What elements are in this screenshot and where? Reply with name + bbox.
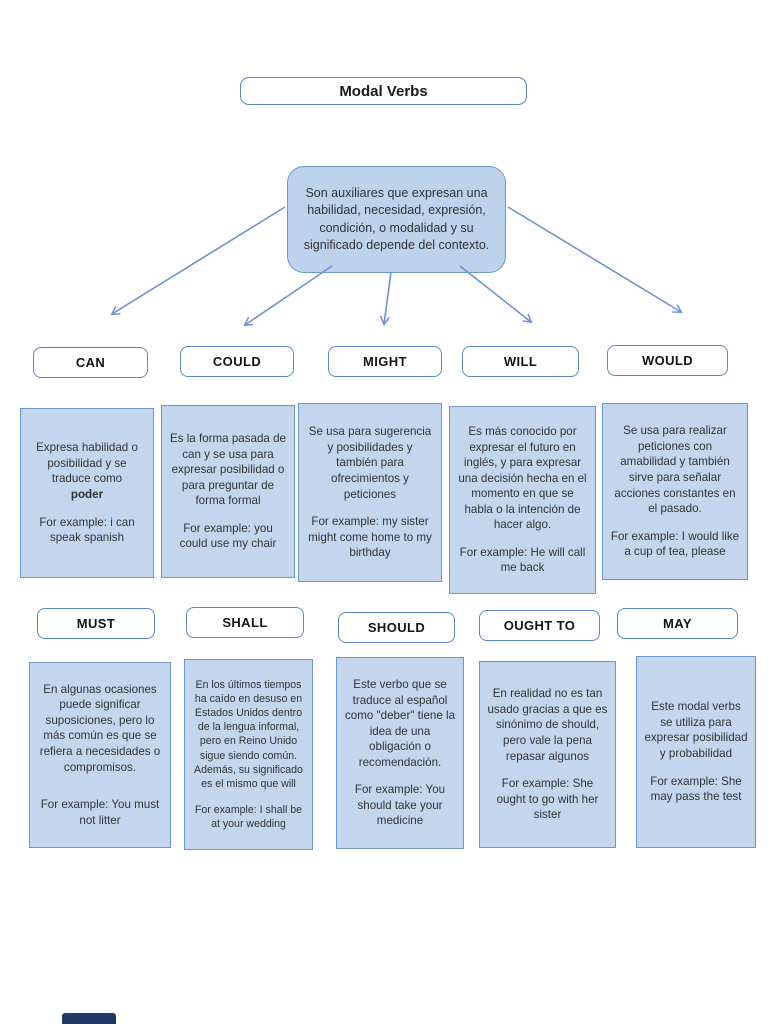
desc-can-example: For example: i can speak spanish bbox=[39, 515, 135, 545]
desc-can-body: Expresa habilidad o posibilidad y se tra… bbox=[36, 441, 138, 486]
verb-header-shall: SHALL bbox=[186, 607, 304, 638]
desc-oughtto-example: For example: She ought to go with her si… bbox=[496, 777, 599, 822]
desc-might: Se usa para sugerencia y posibilidades y… bbox=[298, 403, 442, 582]
verb-header-might: MIGHT bbox=[328, 346, 442, 377]
desc-must: En algunas ocasiones puede significar su… bbox=[29, 662, 171, 848]
arrow-to-might bbox=[384, 271, 392, 324]
desc-will-example: For example: He will call me back bbox=[459, 545, 586, 575]
desc-must-body: En algunas ocasiones puede significar su… bbox=[39, 682, 161, 774]
desc-should-example: For example: You should take your medici… bbox=[354, 783, 446, 828]
desc-shall: En los últimos tiempos ha caído en desus… bbox=[184, 659, 313, 850]
arrow-to-will bbox=[459, 265, 531, 322]
desc-could: Es la forma pasada de can y se usa para … bbox=[161, 405, 295, 578]
desc-shall-body: En los últimos tiempos ha caído en desus… bbox=[194, 678, 303, 790]
desc-can: Expresa habilidad o posibilidad y se tra… bbox=[20, 408, 154, 578]
desc-will-body: Es más conocido por expresar el futuro e… bbox=[458, 425, 587, 532]
desc-can-emphasis: poder bbox=[70, 488, 104, 501]
partial-box-bottom-edge bbox=[62, 1013, 116, 1024]
desc-may: Este modal verbs se utiliza para expresa… bbox=[636, 656, 756, 848]
desc-must-example: For example: You must not litter bbox=[40, 798, 160, 827]
verb-header-would: WOULD bbox=[607, 345, 728, 376]
desc-should-body: Este verbo que se traduce al español com… bbox=[344, 678, 456, 769]
desc-may-example: For example: She may pass the test bbox=[650, 774, 742, 804]
desc-will: Es más conocido por expresar el futuro e… bbox=[449, 406, 596, 594]
desc-may-body: Este modal verbs se utiliza para expresa… bbox=[644, 700, 748, 760]
verb-header-oughtto: OUGHT TO bbox=[479, 610, 600, 641]
desc-should: Este verbo que se traduce al español com… bbox=[336, 657, 464, 849]
desc-could-body: Es la forma pasada de can y se usa para … bbox=[169, 432, 286, 508]
arrow-to-can bbox=[112, 206, 286, 314]
arrow-to-would bbox=[507, 206, 681, 312]
desc-might-example: For example: my sister might come home t… bbox=[308, 515, 432, 560]
verb-header-may: MAY bbox=[617, 608, 738, 639]
desc-would-body: Se usa para realizar peticiones con amab… bbox=[614, 424, 736, 516]
desc-oughtto: En realidad no es tan usado gracias a qu… bbox=[479, 661, 616, 848]
intro-definition-node: Son auxiliares que expresan una habilida… bbox=[287, 166, 506, 273]
verb-header-could: COULD bbox=[180, 346, 294, 377]
desc-oughtto-body: En realidad no es tan usado gracias a qu… bbox=[487, 687, 608, 763]
desc-could-example: For example: you could use my chair bbox=[179, 521, 277, 551]
verb-header-can: CAN bbox=[33, 347, 148, 378]
arrow-to-could bbox=[245, 265, 333, 325]
verb-header-will: WILL bbox=[462, 346, 579, 377]
desc-would: Se usa para realizar peticiones con amab… bbox=[602, 403, 748, 580]
verb-header-should: SHOULD bbox=[338, 612, 455, 643]
desc-shall-example: For example: I shall be at your wedding bbox=[194, 804, 303, 831]
desc-might-body: Se usa para sugerencia y posibilidades y… bbox=[308, 425, 432, 501]
verb-header-must: MUST bbox=[37, 608, 155, 639]
page-title: Modal Verbs bbox=[240, 77, 527, 105]
desc-would-example: For example: I would like a cup of tea, … bbox=[610, 529, 740, 559]
